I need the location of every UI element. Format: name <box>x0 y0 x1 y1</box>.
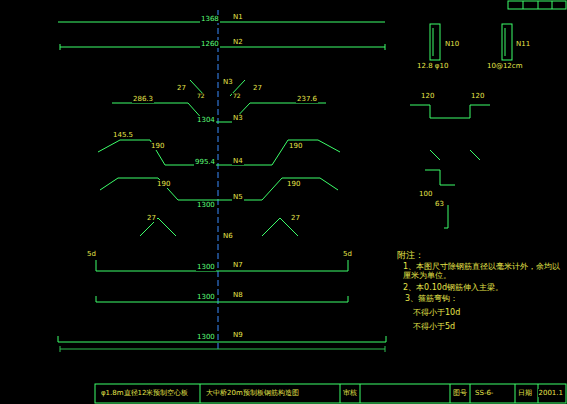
title-block-text: 图号 <box>452 389 468 397</box>
title-block-text: 日期 <box>517 389 533 397</box>
dimension-label: 1300 <box>196 293 216 301</box>
dimension-label: N9 <box>232 331 244 339</box>
dimension-label: 995.4 <box>194 158 216 166</box>
title-block-text: 大中桥20m预制板钢筋构造图 <box>205 389 300 397</box>
dimension-label: 27 <box>146 214 157 222</box>
dimension-label: N7 <box>232 261 244 269</box>
note-text: 3、箍筋弯钩： <box>404 294 459 303</box>
dimension-label: N8 <box>232 291 244 299</box>
title-block-text: SS-6- <box>474 389 494 397</box>
dimension-label: 27 <box>176 84 187 92</box>
dimension-label: N6 <box>222 232 234 240</box>
dimension-label: 237.6 <box>296 95 318 103</box>
dimension-label: 72 <box>232 93 242 100</box>
dimension-label: 5d <box>86 250 97 258</box>
dimension-label: 120 <box>420 92 435 100</box>
dimension-label: 1300 <box>196 333 216 341</box>
dimension-label: 5d <box>342 250 353 258</box>
dimension-label: 190 <box>150 142 165 150</box>
dimension-label: 145.5 <box>112 131 134 139</box>
dimension-label: N1 <box>232 13 244 21</box>
dimension-label: 1368 <box>200 15 220 23</box>
dimension-label: N3 <box>222 78 234 86</box>
dimension-label: 100 <box>418 190 433 198</box>
note-text: 附注： <box>396 250 425 260</box>
title-block-text: φ1.8m直径12米预制空心板 <box>100 389 189 397</box>
note-text: 1、本图尺寸除钢筋直径以毫米计外，余均以厘米为单位。 <box>402 262 564 280</box>
dimension-label: 286.3 <box>132 95 154 103</box>
dimension-label: 190 <box>156 180 171 188</box>
dimension-label: 190 <box>288 142 303 150</box>
dimension-label: 1260 <box>200 40 220 48</box>
dimension-label: 1300 <box>196 263 216 271</box>
dimension-label: 1304 <box>196 116 216 124</box>
note-text: 不得小于10d <box>412 308 461 317</box>
note-text: 不得小于5d <box>412 322 456 331</box>
title-block-text: 2001.1 <box>538 389 565 397</box>
title-block-text: 审核 <box>342 389 358 397</box>
dimension-label: 72 <box>196 93 206 100</box>
dimension-label: 63 <box>434 200 445 208</box>
dimension-label: 120 <box>470 92 485 100</box>
note-text: 2、本0.10d钢筋伸入主梁。 <box>402 283 564 292</box>
dimension-label: N10 <box>444 40 460 48</box>
dimension-label: 190 <box>286 180 301 188</box>
dimension-label: 10@12cm <box>486 62 523 70</box>
dimension-label: 1300 <box>196 201 216 209</box>
dimension-label: N5 <box>232 193 244 201</box>
dimension-label: N2 <box>232 38 244 46</box>
dimension-label: 27 <box>252 84 263 92</box>
dimension-label: N4 <box>232 157 244 165</box>
dimension-label: 27 <box>290 214 301 222</box>
dimension-label: N11 <box>515 40 531 48</box>
dimension-label: 12.8 φ10 <box>416 62 449 70</box>
dimension-label: N3 <box>232 114 244 122</box>
